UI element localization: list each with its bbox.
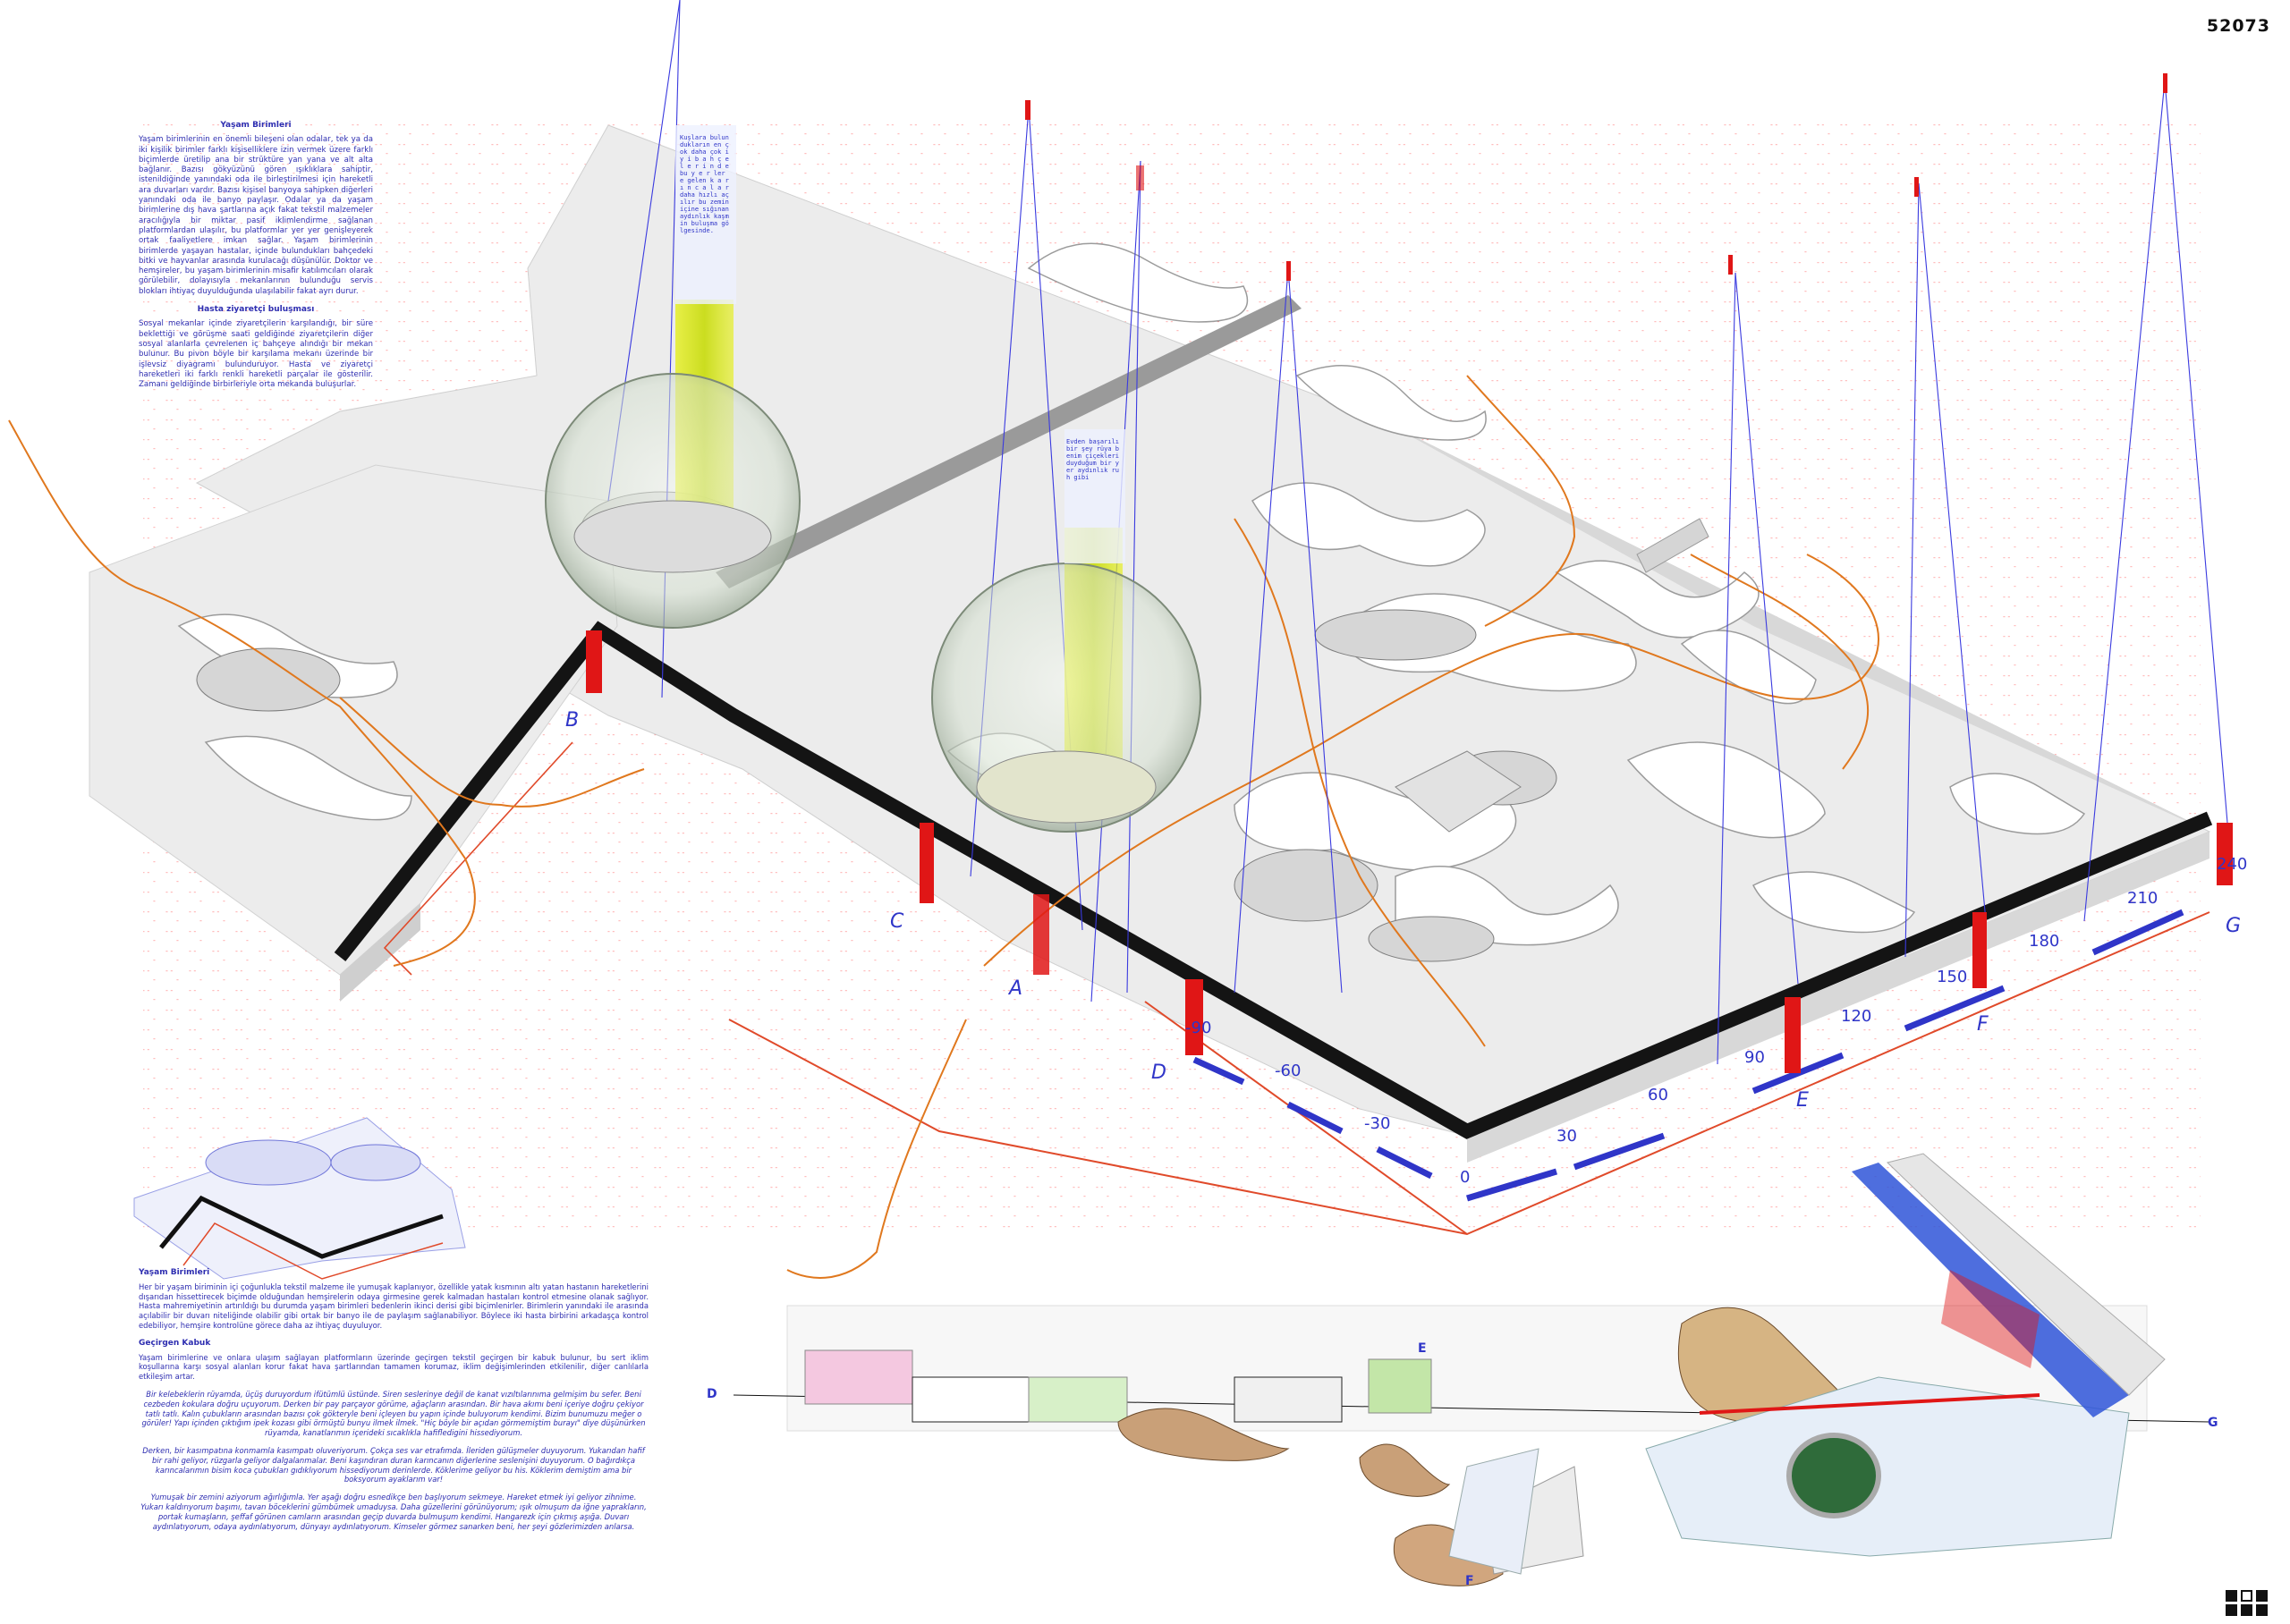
point-label-g: G: [2226, 915, 2241, 937]
dimension-label: 120: [1841, 1007, 1871, 1026]
tower-text-mid: Evden başarılı bir şey rüya benim çiçekl…: [1066, 438, 1120, 481]
raised-box-right: [1636, 518, 1709, 573]
paragraph-narrative-2: Derken, bir kasımpatına konmamla kasımpa…: [142, 1445, 645, 1484]
bubble-1-cluster: [573, 500, 772, 573]
section-label-bottom: F: [1465, 1574, 1474, 1588]
sheet-number: 52073: [2206, 16, 2270, 36]
text-column-top: Yaşam Birimleri Yaşam birimlerinin en ön…: [139, 121, 373, 398]
orange-movement-paths: [8, 375, 1879, 1279]
dimension-label: 210: [2127, 889, 2158, 908]
dimension-label: 240: [2217, 855, 2247, 874]
dimension-label: 180: [2029, 932, 2059, 951]
point-label-a: A: [1007, 977, 1022, 1000]
section-label-mid: E: [1418, 1341, 1427, 1356]
heading-permeable-shell: Geçirgen Kabuk: [139, 1338, 211, 1348]
competition-logo: [2226, 1590, 2269, 1617]
paragraph-living-units: Yaşam birimlerinin en önemli bileşeni ol…: [139, 135, 373, 296]
section-label-start: D: [707, 1387, 717, 1401]
perimeter-black-wall: [334, 621, 2213, 1139]
section-drawing: [733, 1153, 2210, 1586]
heading-living-units-2: Yaşam Birimleri: [139, 1268, 210, 1277]
bubble-2-cluster: [976, 750, 1157, 824]
dimension-label: -90: [1185, 1019, 1211, 1037]
tower-text-left: Kuşlara bulundukların en çok daha çok i …: [680, 134, 729, 234]
dimension-label: 0: [1460, 1168, 1470, 1187]
section-label-end: G: [2208, 1416, 2218, 1430]
point-label-b: B: [565, 709, 579, 732]
paragraph-narrative-3: Yumuşak bir zemini aziyorum ağırlığımla.…: [140, 1493, 647, 1531]
left-wing-edge: [340, 903, 420, 1002]
text-column-bottom: Yaşam Birimleri Her bir yaşam biriminin …: [139, 1268, 649, 1539]
heading-living-units: Yaşam Birimleri: [220, 121, 292, 130]
red-offset-line-inner: [728, 911, 2210, 1236]
point-label-d: D: [1151, 1062, 1166, 1084]
dimension-label: -60: [1275, 1062, 1301, 1080]
paragraph-patient-visitor: Sosyal mekanlar içinde ziyaretçilerin ka…: [139, 319, 373, 390]
upper-ridge-wall: [716, 295, 1302, 588]
dimension-label: -30: [1364, 1114, 1390, 1133]
dimension-label: 150: [1937, 968, 1967, 986]
dimension-label: 30: [1556, 1127, 1577, 1146]
paragraph-narrative-1: Bir kelebeklerin rüyamda, üçüş duruyordu…: [141, 1389, 646, 1438]
left-wing-platform: [89, 464, 618, 976]
point-label-e: E: [1796, 1089, 1809, 1112]
heading-patient-visitor: Hasta ziyaretçi buluşması: [197, 305, 315, 315]
red-vertical-posts: [586, 630, 2233, 1073]
dimension-label: 60: [1648, 1086, 1668, 1104]
point-label-c: C: [890, 910, 904, 933]
paragraph-living-units-2: Her bir yaşam biriminin içi çoğunlukla t…: [139, 1281, 649, 1330]
point-label-f: F: [1977, 1013, 1989, 1036]
key-plan-thumbnail: [133, 1117, 466, 1280]
red-flag-markers: [1025, 73, 2167, 281]
red-diagonal-line: [383, 741, 573, 976]
paragraph-permeable-shell: Yaşam birimlerine ve onlara ulaşım sağla…: [139, 1352, 649, 1382]
tower-text-strip-mid: [1064, 429, 1125, 563]
tower-text-strip-left: [675, 125, 736, 304]
dimension-label: 90: [1744, 1048, 1765, 1067]
rectangular-block: [1395, 750, 1522, 833]
